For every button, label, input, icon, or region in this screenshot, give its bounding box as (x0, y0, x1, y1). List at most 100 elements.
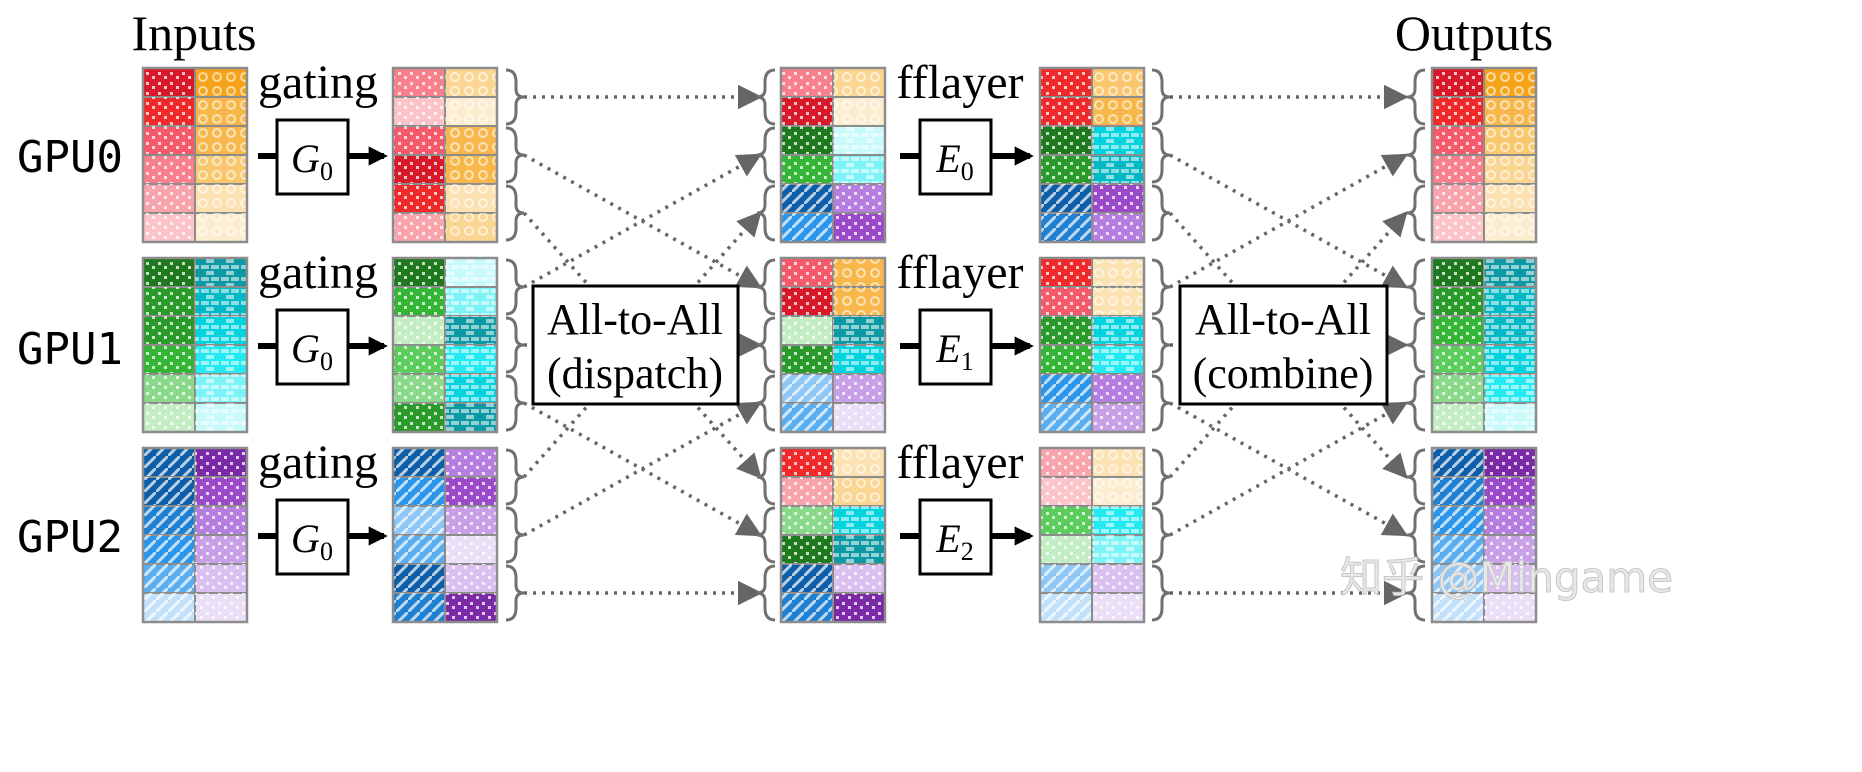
gated-gpu2-block (391, 446, 499, 624)
token-cell-right-pattern (833, 564, 885, 593)
token-row (142, 373, 248, 404)
token-row (392, 344, 498, 375)
brace-after-expert (1151, 506, 1171, 564)
token-row (142, 125, 248, 156)
gated-gpu0-block (391, 66, 499, 244)
token-cell-right-pattern (1092, 316, 1144, 345)
token-cell-right-pattern (833, 184, 885, 213)
token-block-frame (141, 66, 249, 244)
all-to-all-dispatch-box: All-to-All (dispatch) (531, 284, 740, 406)
token-row (1431, 96, 1537, 127)
token-cell-left-pattern (1040, 345, 1092, 374)
token-cell-left-pattern (143, 506, 195, 535)
token-block-frame (1430, 66, 1538, 244)
expert-subscript: 0 (961, 157, 974, 186)
token-cell-right-pattern (195, 564, 247, 593)
token-cell-right-pattern (1484, 258, 1536, 287)
token-cell-right-pattern (1484, 564, 1536, 593)
token-cell-left-pattern (143, 184, 195, 213)
token-row (1039, 373, 1145, 404)
token-cell-left-pattern (143, 97, 195, 126)
token-block-frame (391, 256, 499, 434)
token-cell-left-pattern (1432, 506, 1484, 535)
token-cell-right-pattern (833, 316, 885, 345)
token-row (392, 212, 498, 243)
token-row (780, 344, 886, 375)
token-row (1039, 315, 1145, 346)
brace-before-output (1406, 126, 1426, 184)
token-cell-right-pattern (1484, 345, 1536, 374)
token-cell-left-pattern (1040, 287, 1092, 316)
gating-label-gpu1: gating (258, 246, 378, 299)
dispatch-route-arrow (523, 401, 763, 537)
token-cell-left-pattern (781, 593, 833, 622)
inputs-gpu1-block (141, 256, 249, 434)
token-cell-right-pattern (833, 477, 885, 506)
svg-text:G0: G0 (291, 516, 333, 566)
token-row (780, 125, 886, 156)
token-cell-left-pattern (393, 97, 445, 126)
token-block-frame (1430, 256, 1538, 434)
token-cell-left-pattern (1040, 155, 1092, 184)
token-row (392, 125, 498, 156)
token-cell-right-pattern (195, 593, 247, 622)
token-cell-left-pattern (393, 593, 445, 622)
token-cell-left-pattern (781, 535, 833, 564)
expert-box-gpu2: E2 (900, 498, 1034, 576)
token-row (392, 447, 498, 478)
token-row (1039, 344, 1145, 375)
token-cell-right-pattern (195, 126, 247, 155)
token-cell-left-pattern (1040, 564, 1092, 593)
token-cell-right-pattern (195, 506, 247, 535)
brace-after-expert (1151, 126, 1171, 184)
token-cell-left-pattern (781, 155, 833, 184)
token-cell-right-pattern (833, 506, 885, 535)
token-cell-right-pattern (1484, 287, 1536, 316)
token-cell-right-pattern (195, 374, 247, 403)
token-cell-left-pattern (781, 126, 833, 155)
token-row (392, 183, 498, 214)
token-row (142, 563, 248, 594)
gpu0-label: GPU0 (17, 132, 123, 183)
token-row (780, 534, 886, 565)
token-row (1431, 154, 1537, 185)
token-row (142, 592, 248, 623)
token-cell-left-pattern (1040, 97, 1092, 126)
token-cell-left-pattern (1040, 506, 1092, 535)
token-cell-right-pattern (195, 184, 247, 213)
token-cell-right-pattern (195, 316, 247, 345)
token-block-frame (779, 66, 887, 244)
gate-box-gpu2: G0 (258, 498, 388, 576)
token-cell-left-pattern (781, 345, 833, 374)
token-cell-right-pattern (195, 535, 247, 564)
token-row (1039, 505, 1145, 536)
token-row (142, 402, 248, 433)
dispatch-line2: (dispatch) (547, 349, 723, 398)
svg-text:E2: E2 (935, 516, 973, 566)
brace-after-expert (1151, 448, 1171, 506)
outputs-gpu1-block (1430, 256, 1538, 434)
token-block-frame (1430, 446, 1538, 624)
token-cell-right-pattern (445, 258, 497, 287)
gate-subscript: 0 (320, 347, 333, 376)
token-cell-right-pattern (195, 213, 247, 242)
token-cell-left-pattern (1432, 287, 1484, 316)
token-cell-right-pattern (1484, 535, 1536, 564)
token-row (1039, 154, 1145, 185)
token-cell-right-pattern (1484, 593, 1536, 622)
token-cell-left-pattern (143, 374, 195, 403)
token-cell-left-pattern (393, 287, 445, 316)
token-cell-left-pattern (1432, 213, 1484, 242)
token-cell-right-pattern (195, 287, 247, 316)
gate-symbol: G (291, 516, 320, 561)
gate-box-gpu0: G0 (258, 118, 388, 196)
brace-before-expert (756, 564, 776, 622)
token-cell-left-pattern (781, 97, 833, 126)
token-cell-right-pattern (1092, 213, 1144, 242)
token-cell-right-pattern (1092, 97, 1144, 126)
outputs-gpu2-block (1430, 446, 1538, 624)
token-cell-left-pattern (781, 213, 833, 242)
token-row (392, 286, 498, 317)
token-block-frame (1038, 446, 1146, 624)
token-cell-left-pattern (1040, 477, 1092, 506)
